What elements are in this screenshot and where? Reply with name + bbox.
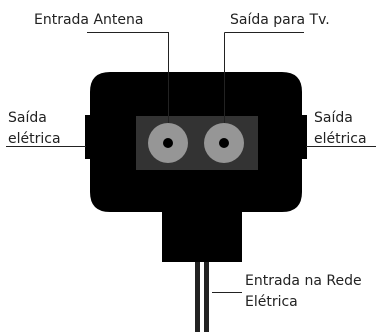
antenna-leader-line — [87, 32, 169, 123]
left-outlet-label-line1: Saída — [8, 110, 47, 126]
mains-input-label-line2: Elétrica — [245, 294, 298, 310]
mains-input-label-line1: Entrada na Rede — [245, 273, 362, 289]
antenna-input-connector — [148, 123, 188, 163]
tv-leader-line — [224, 32, 304, 123]
mains-input-label: Entrada na Rede Elétrica — [245, 273, 362, 310]
antenna-input-label: Entrada Antena — [34, 12, 144, 28]
tv-output-connector — [204, 123, 244, 163]
right-outlet-label: Saída elétrica — [314, 110, 367, 147]
right-outlet-label-line2: elétrica — [314, 131, 367, 147]
left-outlet — [85, 115, 91, 159]
tv-output-label: Saída para Tv. — [230, 12, 330, 28]
left-outlet-label: Saída elétrica — [8, 110, 61, 147]
right-outlet-label-line1: Saída — [314, 110, 353, 126]
left-outlet-label-line2: elétrica — [8, 131, 61, 147]
right-outlet — [301, 115, 307, 159]
power-cable — [195, 258, 209, 332]
